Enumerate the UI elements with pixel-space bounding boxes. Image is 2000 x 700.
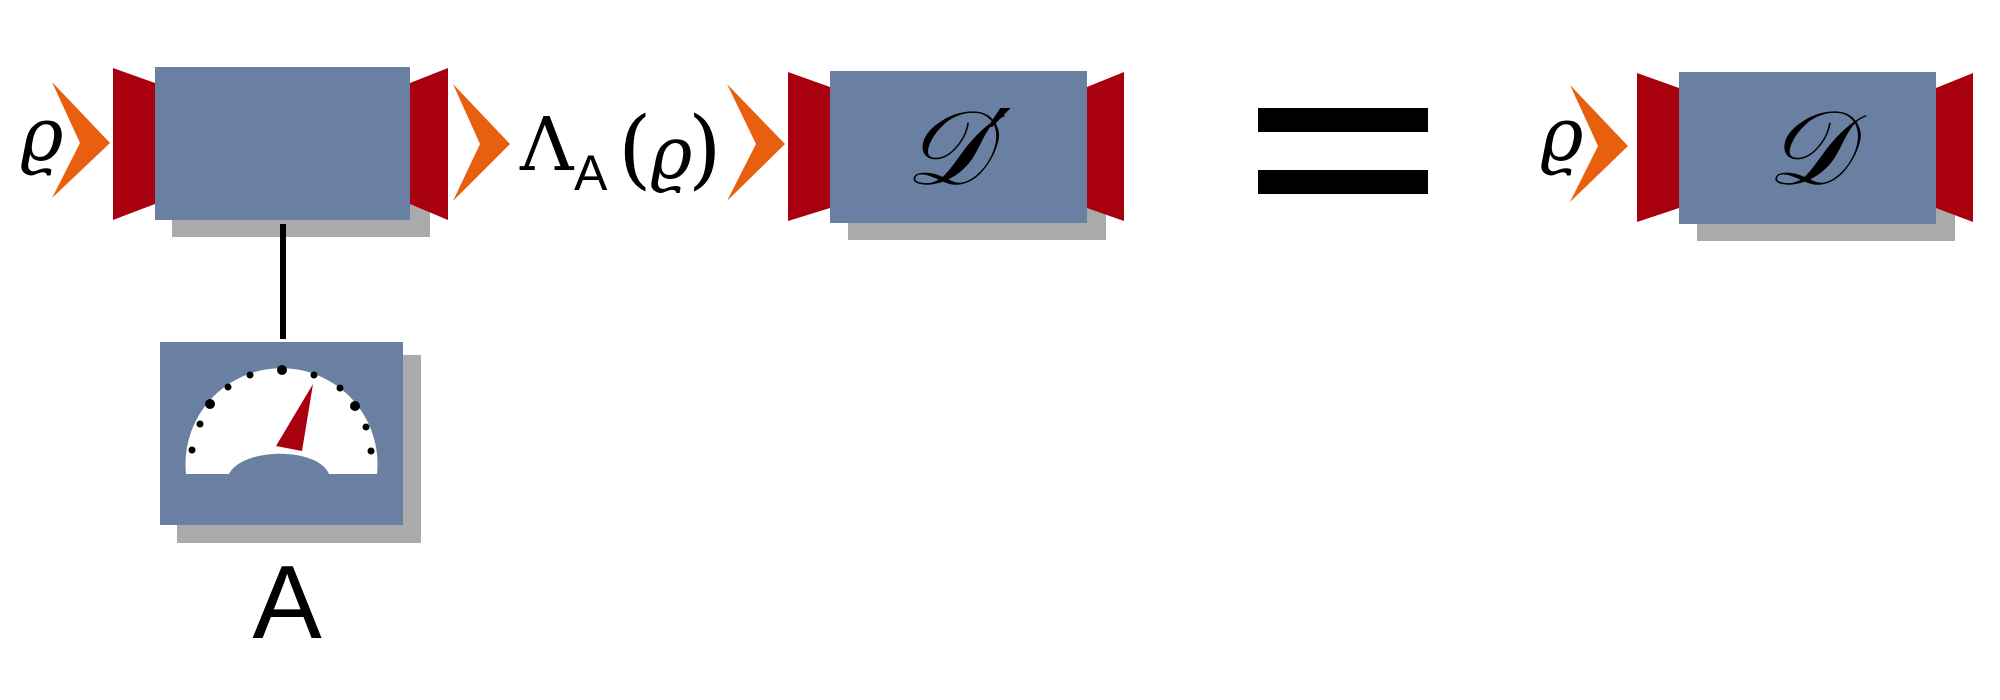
d-prime-box-right-wing (1087, 72, 1124, 221)
input-state-label-left: ϱ (20, 92, 64, 178)
d-box-input-arrow-icon (1570, 85, 1628, 202)
d-prime-box (830, 71, 1087, 223)
map-box-left-wing (113, 68, 155, 220)
map-box-right-wing (410, 68, 448, 220)
meter-label: A (252, 545, 322, 661)
close-paren: ) (688, 99, 722, 199)
input-state-label-right: ϱ (1540, 92, 1584, 178)
rho-symbol-middle: ϱ (650, 111, 692, 195)
d-box (1679, 72, 1936, 224)
d-prime-box-left-wing (788, 72, 830, 221)
gauge-icon (185, 365, 378, 474)
output-arrow-icon (453, 84, 510, 201)
rho-symbol-left: ϱ (20, 92, 64, 178)
output-state-label: Λ A ( ϱ ) (519, 99, 722, 201)
rho-symbol-right: ϱ (1540, 92, 1584, 178)
lambda-subscript: A (574, 145, 608, 201)
measurement-map-box (155, 67, 410, 220)
d-box-left-wing (1637, 73, 1679, 222)
d-box-right-wing (1936, 73, 1973, 222)
equals-icon (1258, 108, 1428, 194)
input-arrow-icon (52, 82, 110, 198)
d-prime-input-arrow-icon (727, 84, 785, 201)
open-paren: ( (618, 99, 652, 199)
d-prime-label: 𝒟′ (905, 87, 1012, 209)
lambda-symbol: Λ (519, 102, 575, 188)
gauge-needle (276, 384, 313, 451)
